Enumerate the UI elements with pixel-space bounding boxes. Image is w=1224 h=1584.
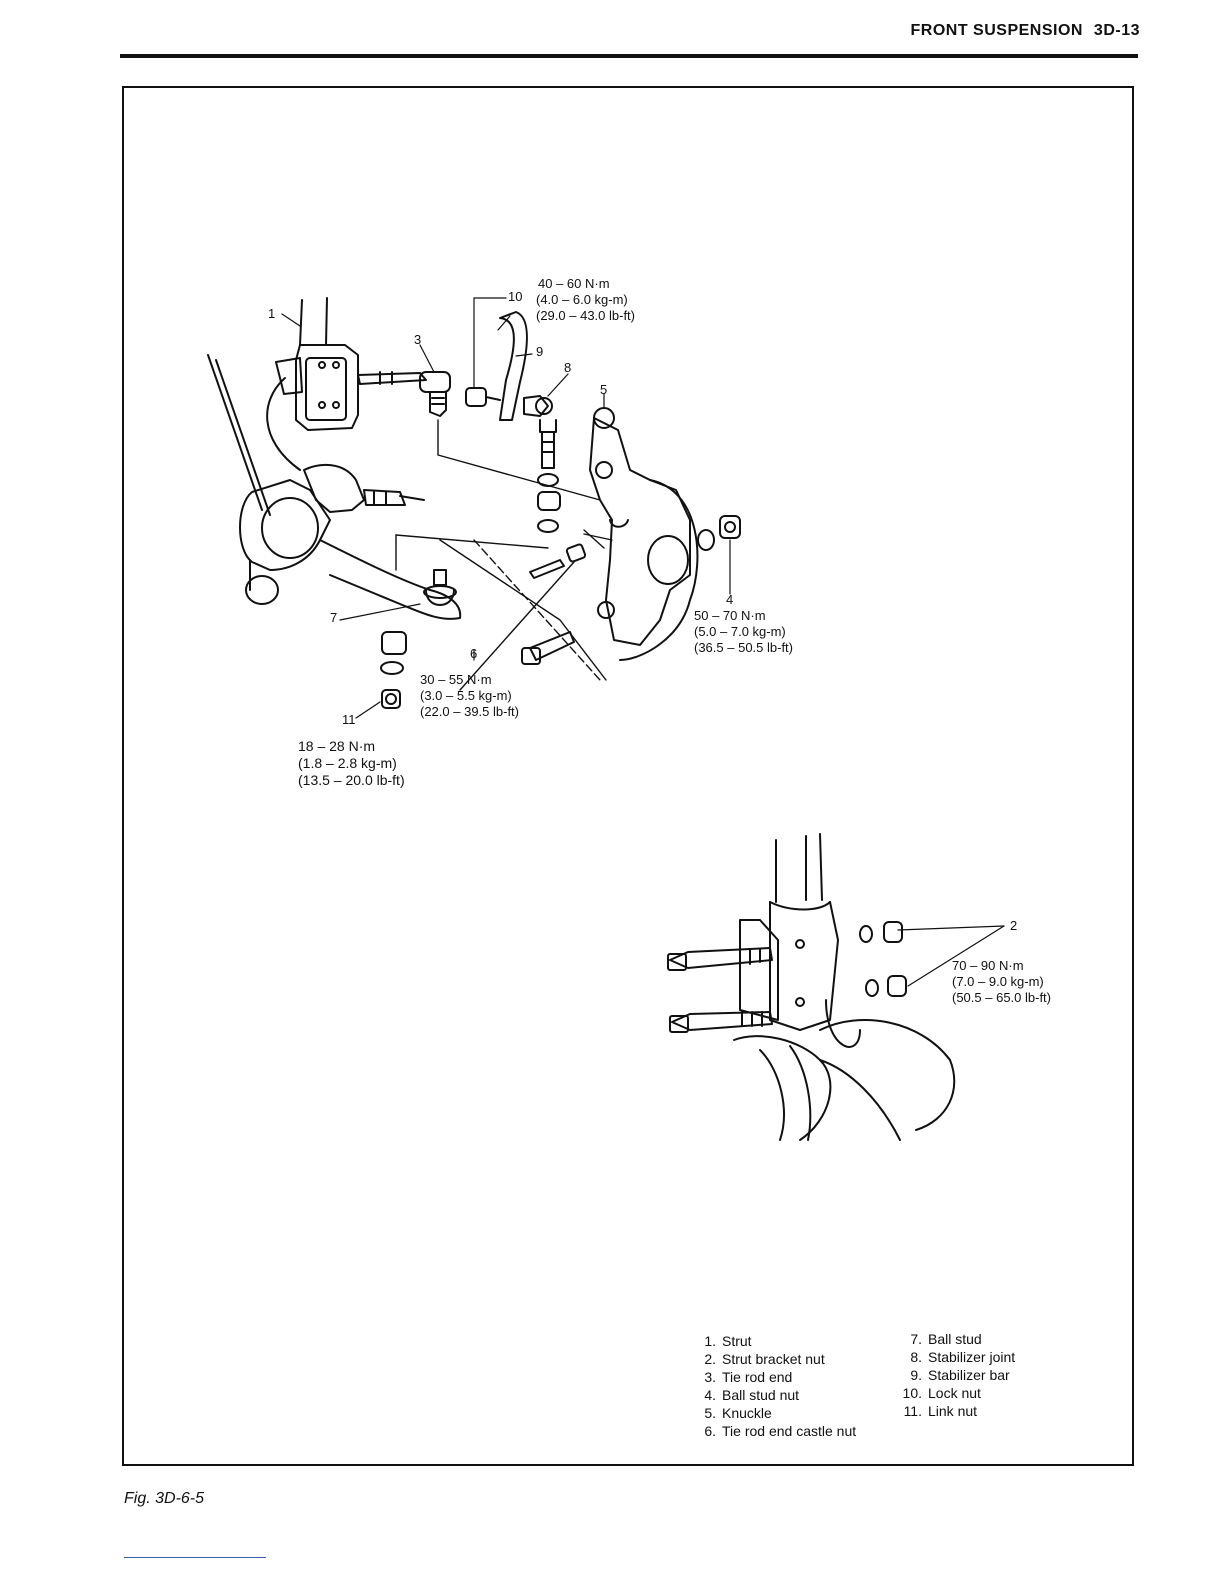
- legend-item: 6.Tie rod end castle nut: [704, 1423, 857, 1439]
- legend-left: 1.Strut 2.Strut bracket nut 3.Tie rod en…: [690, 1332, 856, 1440]
- callout-5: 5: [600, 382, 608, 397]
- bracket-leader-lines: [897, 925, 1005, 987]
- ball-stud-nut-drawing: [697, 515, 741, 551]
- page-header: FRONT SUSPENSION 3D-13: [905, 22, 1141, 40]
- callout-11: 11: [342, 712, 356, 727]
- legend-item: 8.Stabilizer joint: [910, 1349, 1016, 1365]
- link-nut-stack-drawing: [380, 631, 407, 709]
- knuckle-drawing: [589, 407, 699, 661]
- legend-item: 1.Strut: [704, 1333, 752, 1349]
- footer-line: [124, 1557, 266, 1558]
- callout-8: 8: [564, 360, 572, 375]
- callout-9: 9: [536, 344, 544, 359]
- strut-bracket-drawing: [667, 833, 956, 1141]
- callout-3: 3: [414, 332, 422, 347]
- stabilizer-bar-drawing: [465, 311, 561, 533]
- legend-item: 2.Strut bracket nut: [704, 1351, 825, 1367]
- callout-1: 1: [268, 306, 276, 321]
- callout-2: 2: [1010, 918, 1018, 933]
- callout-10: 10: [508, 289, 523, 304]
- ball-stud-drawing: [423, 569, 457, 606]
- page-number: 3D-13: [1093, 22, 1140, 39]
- strut-drawing: [207, 297, 359, 516]
- castle-nut-drawing: [521, 543, 587, 665]
- torque-bracket-nut: 70 – 90 N·m (7.0 – 9.0 kg-m) (50.5 – 65.…: [952, 958, 1051, 1005]
- callout-6: 6: [470, 646, 478, 661]
- legend-item: 9.Stabilizer bar: [910, 1367, 1010, 1383]
- legend-item: 10.Lock nut: [902, 1385, 981, 1401]
- figure-frame: [122, 86, 1134, 1466]
- legend-item: 4.Ball stud nut: [704, 1387, 800, 1403]
- legend-item: 3.Tie rod end: [704, 1369, 793, 1385]
- leader-lines: [281, 297, 731, 719]
- torque-link-nut: 18 – 28 N·m (1.8 – 2.8 kg-m) (13.5 – 20.…: [298, 738, 405, 788]
- legend-item: 5.Knuckle: [704, 1405, 772, 1421]
- section-title: FRONT SUSPENSION: [910, 22, 1083, 39]
- legend-right: 7.Ball stud 8.Stabilizer joint 9.Stabili…: [896, 1330, 1016, 1420]
- figure-caption: Fig. 3D-6-5: [124, 1490, 205, 1507]
- callout-7: 7: [330, 610, 338, 625]
- torque-ball-stud-nut: 50 – 70 N·m (5.0 – 7.0 kg-m) (36.5 – 50.…: [694, 608, 793, 655]
- torque-lock-nut: 40 – 60 N·m (4.0 – 6.0 kg-m) (29.0 – 43.…: [536, 276, 635, 323]
- torque-castle-nut: 30 – 55 N·m (3.0 – 5.5 kg-m) (22.0 – 39.…: [420, 672, 519, 719]
- callout-4: 4: [726, 592, 734, 607]
- legend-item: 11.Link nut: [903, 1403, 978, 1419]
- tie-rod-end-drawing: [357, 371, 451, 417]
- header-rule: [120, 54, 1138, 58]
- legend-item: 7.Ball stud: [910, 1331, 982, 1347]
- guide-lines: [395, 419, 613, 691]
